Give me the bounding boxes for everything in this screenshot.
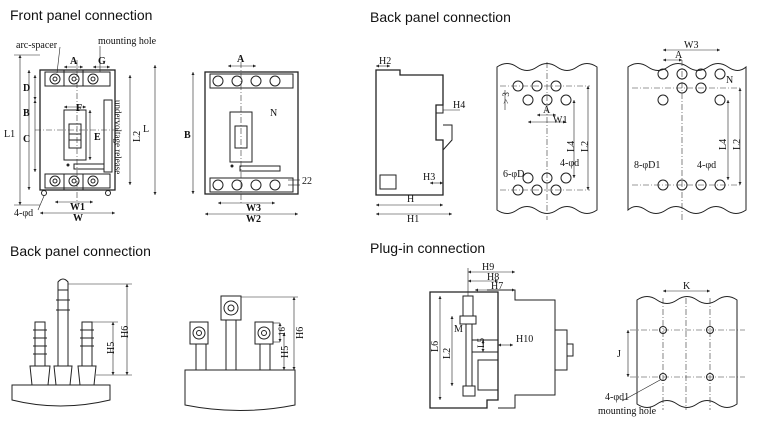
title-back-panel-top: Back panel connection bbox=[370, 9, 511, 25]
mounting-hole-icon bbox=[706, 373, 714, 381]
dim-E: E bbox=[94, 132, 101, 143]
label-N: N bbox=[726, 75, 733, 86]
title-back-panel-bottom: Back panel connection bbox=[10, 243, 151, 259]
dim-W2: W2 bbox=[246, 214, 261, 225]
dim-L: L bbox=[143, 124, 149, 135]
dim-L5: L5 bbox=[476, 338, 486, 348]
dim-H8: H8 bbox=[487, 272, 499, 283]
mounting-hole-icon bbox=[659, 326, 667, 334]
dim-F: F bbox=[76, 103, 82, 114]
front-panel-view: arc-spacer mounting hole A G D B C F E L… bbox=[4, 36, 157, 224]
stud-terminal-view: H5 H6 bbox=[11, 278, 132, 407]
dim-H4: H4 bbox=[453, 100, 465, 111]
dim-L2: L2 bbox=[580, 141, 591, 152]
back-panel-hole-pattern-3pole: > 3 A W1 L4 L2 6-φD 4-φd bbox=[496, 62, 598, 220]
handle-window bbox=[63, 109, 87, 161]
dim-gt3: > 3 bbox=[501, 92, 511, 104]
dim-W1: W1 bbox=[553, 115, 567, 126]
dim-H3: H3 bbox=[423, 172, 435, 183]
dim-H5: H5 bbox=[106, 342, 117, 354]
dim-G: G bbox=[98, 56, 106, 67]
dim-W1: W1 bbox=[70, 202, 85, 213]
dim-A: A bbox=[70, 56, 78, 67]
dim-H6: H6 bbox=[295, 327, 306, 339]
dim-K: K bbox=[683, 281, 691, 292]
back-panel-hole-pattern-4pole: W3 A N L4 L2 8-φD1 4-φd bbox=[627, 40, 747, 222]
terminal-screws-top bbox=[49, 73, 99, 85]
dim-H: H bbox=[407, 194, 414, 205]
dim-L2: L2 bbox=[732, 139, 743, 150]
dim-W: W bbox=[73, 213, 83, 224]
dim-H9: H9 bbox=[482, 262, 494, 273]
label-arc-spacer: arc-spacer bbox=[16, 40, 58, 51]
mounting-hole-icon bbox=[41, 190, 47, 196]
dim-B: B bbox=[184, 130, 191, 141]
dim-L2: L2 bbox=[132, 131, 143, 142]
dim-B: B bbox=[23, 108, 30, 119]
dim-H10: H10 bbox=[516, 334, 533, 345]
dim-H2: H2 bbox=[379, 56, 391, 67]
plug-in-side-view: H9 H8 H7 M L6 L2 L5 H10 bbox=[429, 262, 574, 409]
dim-W3: W3 bbox=[684, 40, 698, 51]
dim-A: A bbox=[675, 50, 683, 61]
dim-16: 16 bbox=[277, 327, 287, 337]
dim-W3: W3 bbox=[246, 203, 261, 214]
plug-in-hole-pattern: K J 4-φd1 mounting hole bbox=[598, 281, 745, 417]
dim-L1: L1 bbox=[4, 129, 15, 140]
dim-A: A bbox=[543, 105, 551, 116]
lug-terminal-view: 16 H5 H6 bbox=[184, 295, 306, 411]
dim-22: 22 bbox=[302, 176, 312, 187]
label-mounting-hole: mounting hole bbox=[98, 36, 157, 47]
side-view: H2 H4 H3 H H1 bbox=[375, 56, 465, 225]
dim-A: A bbox=[237, 54, 245, 65]
dim-L6: L6 bbox=[430, 341, 441, 352]
dim-M: M bbox=[454, 324, 463, 335]
dim-D: D bbox=[23, 83, 30, 94]
label-8-holes-D1: 8-φD1 bbox=[634, 160, 660, 171]
dim-H7: H7 bbox=[491, 281, 503, 292]
mounting-hole-icon bbox=[105, 190, 111, 196]
dim-H5: H5 bbox=[280, 346, 291, 358]
label-undervoltage-release: undervoltage release bbox=[113, 100, 123, 174]
dim-L2: L2 bbox=[442, 348, 453, 359]
label-6-holes-D: 6-φD bbox=[503, 169, 524, 180]
title-front-panel: Front panel connection bbox=[10, 7, 153, 23]
terminal-screws-bottom bbox=[49, 175, 99, 187]
label-mounting-hole: mounting hole bbox=[598, 406, 657, 417]
mounting-hole-icon bbox=[706, 326, 714, 334]
label-4-holes-d: 4-φd bbox=[697, 160, 716, 171]
label-4-holes-d1: 4-φd1 bbox=[605, 392, 629, 403]
label-4-holes: 4-φd bbox=[14, 208, 33, 219]
label-N: N bbox=[270, 108, 277, 119]
dim-H1: H1 bbox=[407, 214, 419, 225]
dim-H6: H6 bbox=[120, 326, 131, 338]
dim-J: J bbox=[617, 349, 621, 360]
handle bbox=[68, 123, 82, 149]
label-4-holes-d: 4-φd bbox=[560, 158, 579, 169]
dim-L4: L4 bbox=[566, 141, 577, 152]
front-panel-view-4pole: A B N W3 W2 22 bbox=[184, 54, 312, 225]
title-plug-in: Plug-in connection bbox=[370, 240, 486, 256]
mounting-hole-icon bbox=[659, 373, 667, 381]
dim-C: C bbox=[23, 134, 30, 145]
dim-L4: L4 bbox=[718, 139, 729, 150]
